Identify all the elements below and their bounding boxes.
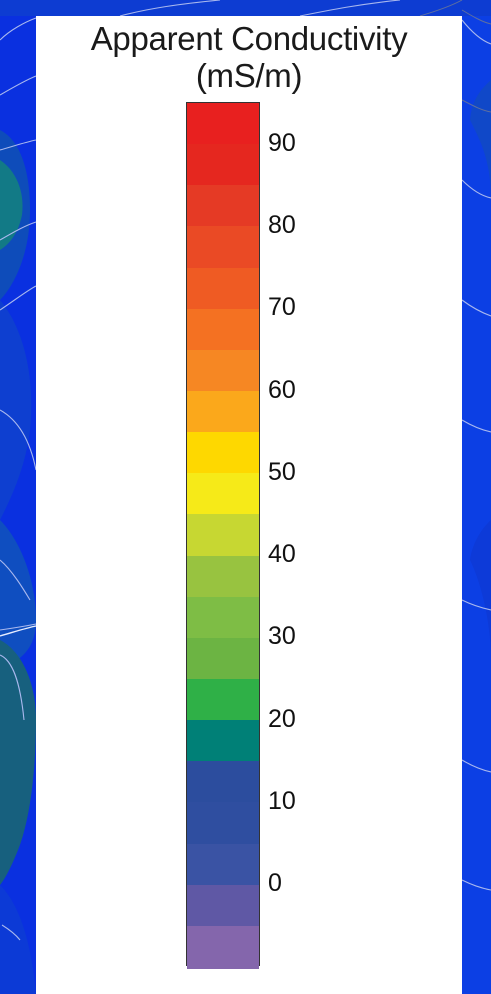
map-zone: [0, 160, 23, 250]
legend-swatch: [187, 637, 259, 682]
legend-swatch: [187, 596, 259, 640]
legend-tick-label: 90: [268, 128, 296, 157]
map-zone: [462, 0, 491, 994]
legend-swatch: [187, 761, 259, 805]
legend-panel: Apparent Conductivity (mS/m) 90 80 70 60 50 4…: [36, 16, 462, 994]
map-zone: [0, 520, 36, 670]
legend-tick-label: 60: [268, 375, 296, 404]
legend-tick-label: 30: [268, 622, 296, 651]
legend-title-units: (mS/m): [195, 57, 303, 94]
legend-swatch: [187, 144, 259, 188]
map-zone: [0, 885, 36, 994]
contour-lines-dark: [419, 0, 491, 113]
legend-tick-label: 0: [268, 869, 282, 898]
legend-swatch: [187, 679, 259, 723]
map-zone: [470, 80, 491, 200]
map-zone: [0, 300, 32, 520]
legend-swatch: [187, 473, 259, 517]
map-zone: [470, 520, 491, 660]
legend-swatch: [187, 884, 259, 928]
legend-title-line1: Apparent Conductivity: [90, 20, 408, 57]
legend-tick-label: 40: [268, 540, 296, 569]
legend-swatch: [187, 802, 259, 846]
legend-swatch: [187, 103, 259, 147]
map-zone: [0, 640, 36, 885]
legend-tick-label: 10: [268, 786, 296, 815]
map-zone: [0, 0, 491, 16]
legend-swatch: [187, 391, 259, 435]
contour-lines-bright: [0, 625, 37, 637]
legend-swatch: [187, 555, 259, 599]
contour-lines: [0, 0, 491, 941]
legend-swatch: [187, 843, 259, 887]
color-ramp: [186, 102, 260, 970]
legend-swatch: [187, 432, 259, 476]
legend-swatch: [187, 720, 259, 764]
legend-swatch: [187, 226, 259, 270]
legend-swatch: [187, 185, 259, 229]
legend-swatch: [187, 925, 259, 970]
legend-swatch: [187, 308, 259, 352]
legend-swatch: [187, 349, 259, 394]
legend-swatch: [187, 267, 259, 311]
legend-swatch: [187, 514, 259, 558]
legend-tick-label: 50: [268, 457, 296, 486]
legend-title: Apparent Conductivity (mS/m): [36, 20, 462, 94]
legend-tick-label: 80: [268, 210, 296, 239]
legend-tick-label: 70: [268, 293, 296, 322]
legend-tick-label: 20: [268, 704, 296, 733]
